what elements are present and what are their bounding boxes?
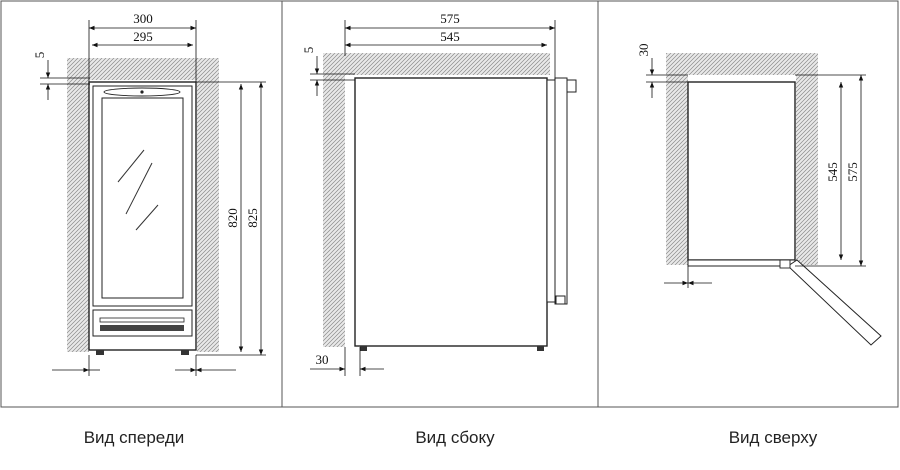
top-niche-left-wall [666, 75, 688, 265]
front-height-inner-label: 820 [225, 208, 240, 228]
side-hinge-bottom [555, 295, 566, 305]
side-foot-back [360, 346, 367, 351]
side-depth-outer-label: 575 [440, 11, 460, 26]
side-niche-top-wall [323, 53, 550, 75]
top-door-closed [687, 259, 796, 267]
side-cabinet [354, 77, 548, 347]
front-foot-right [181, 350, 189, 355]
front-niche-top-wall [67, 58, 219, 80]
front-indicator [140, 90, 144, 94]
front-cabinet [88, 81, 197, 351]
top-door-open [787, 259, 882, 346]
side-gap-top-label: 5 [301, 47, 316, 54]
side-hinge-top [566, 79, 577, 93]
side-door [546, 79, 556, 303]
top-hinge [779, 259, 791, 269]
front-foot-left [96, 350, 104, 355]
front-gap-top-label: 5 [32, 52, 47, 59]
top-cabinet [687, 81, 796, 261]
top-view: 30 545 575 [636, 44, 882, 346]
glass-reflection-2 [125, 162, 153, 215]
side-foot-front [537, 346, 544, 351]
front-door-frame [92, 85, 193, 307]
side-gap-bottom-label: 30 [316, 352, 329, 367]
side-niche-back-wall [323, 75, 345, 347]
front-drawer [92, 309, 193, 337]
front-niche-left-wall [67, 80, 89, 352]
drawing-frame [0, 0, 899, 408]
front-width-inner-label: 295 [133, 29, 153, 44]
caption-side-view: Вид сбоку [415, 428, 495, 447]
top-depth-outer-label: 575 [845, 162, 860, 182]
caption-top-view: Вид сверху [728, 428, 818, 447]
front-height-outer-label: 825 [245, 208, 260, 228]
front-view: 300 295 5 820 825 [32, 11, 266, 376]
front-control-panel [103, 87, 181, 97]
top-gap-back-label: 30 [636, 44, 651, 57]
front-width-outer-label: 300 [133, 11, 153, 26]
side-door-handle [554, 77, 568, 305]
front-vent-grille [100, 325, 184, 331]
side-depth-inner-label: 545 [440, 29, 460, 44]
side-view: 575 545 5 30 [301, 11, 577, 376]
top-niche-right-wall [796, 75, 818, 265]
glass-reflection-3 [135, 204, 159, 231]
glass-reflection-1 [117, 149, 145, 183]
front-niche-right-wall [197, 80, 219, 352]
top-niche-back-wall [666, 53, 818, 75]
front-glass [101, 97, 184, 299]
caption-front-view: Вид спереди [83, 428, 185, 447]
top-depth-inner-label: 545 [825, 162, 840, 182]
front-drawer-handle [99, 317, 185, 323]
